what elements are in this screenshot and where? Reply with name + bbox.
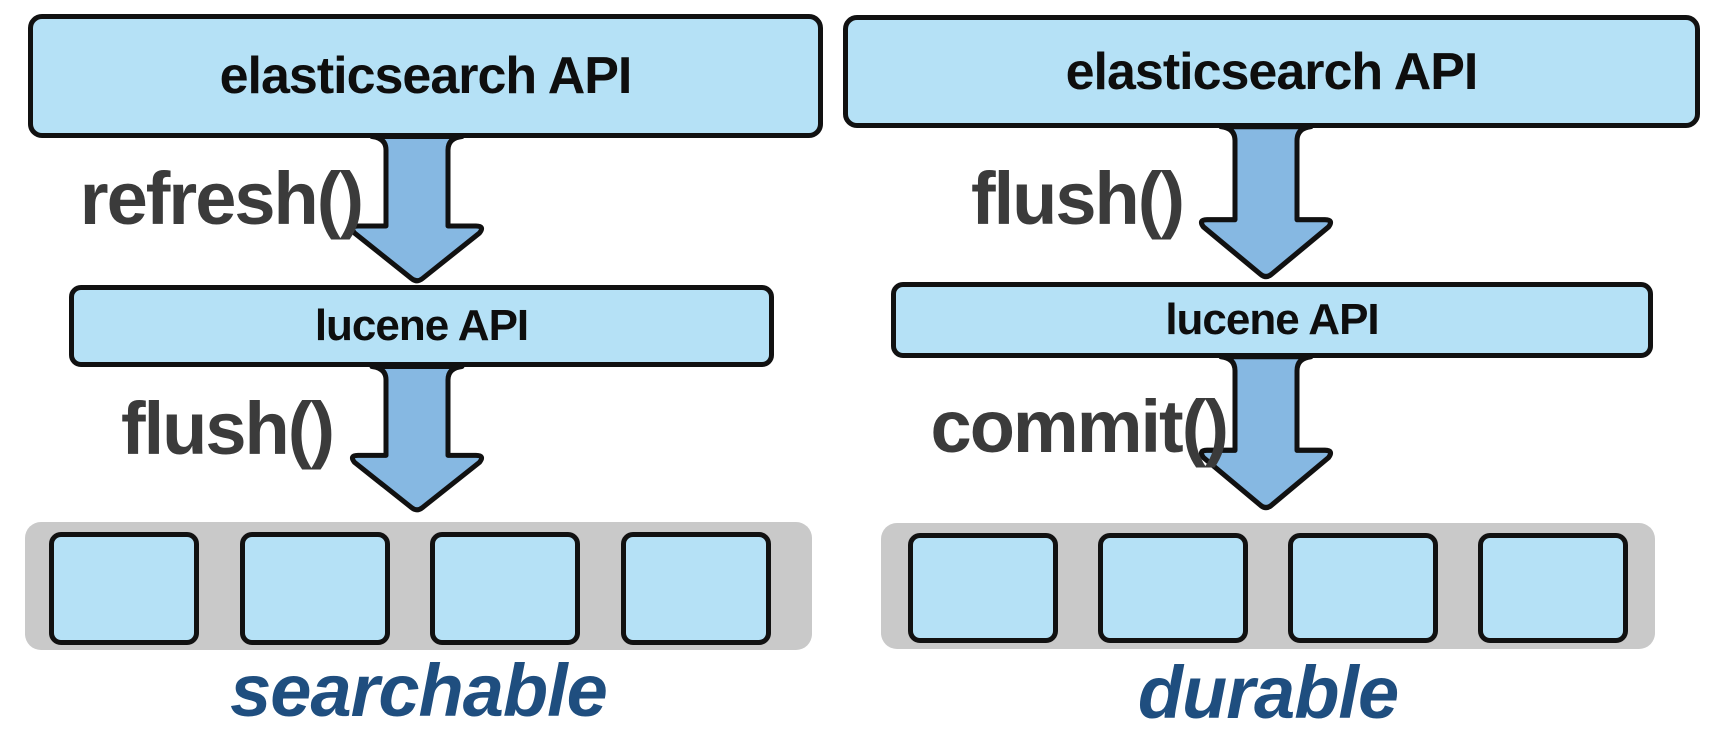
segments-bar-left [25, 522, 812, 650]
lucene-api-label-right: lucene API [1165, 295, 1379, 344]
down-arrow-icon [349, 134, 485, 284]
index-segment [239, 532, 390, 645]
refresh-label: refresh() [79, 157, 364, 240]
elasticsearch-api-box-right: elasticsearch API [843, 15, 1700, 128]
index-segment [49, 532, 199, 645]
lucene-api-box-right: lucene API [891, 282, 1653, 358]
index-segment [430, 532, 581, 645]
index-segment [1098, 533, 1248, 643]
elasticsearch-api-box-left: elasticsearch API [28, 14, 823, 138]
index-segment [1478, 533, 1628, 643]
down-arrow-icon [1198, 354, 1334, 511]
searchable-caption: searchable [230, 649, 608, 732]
elasticsearch-api-label-left: elasticsearch API [219, 47, 633, 105]
segments-bar-right [881, 523, 1655, 649]
down-arrow-icon [1198, 124, 1334, 280]
index-segment [620, 532, 771, 645]
commit-label: commit() [930, 385, 1229, 468]
index-segment [1288, 533, 1438, 643]
lucene-api-label-left: lucene API [314, 301, 529, 350]
flush-label-left: flush() [120, 387, 335, 470]
index-segment [908, 533, 1058, 643]
durable-caption: durable [1137, 651, 1399, 734]
down-arrow-icon [349, 364, 485, 513]
lucene-api-box-left: lucene API [69, 285, 774, 367]
elasticsearch-api-label-right: elasticsearch API [1065, 42, 1479, 101]
flush-label-right: flush() [970, 157, 1185, 240]
